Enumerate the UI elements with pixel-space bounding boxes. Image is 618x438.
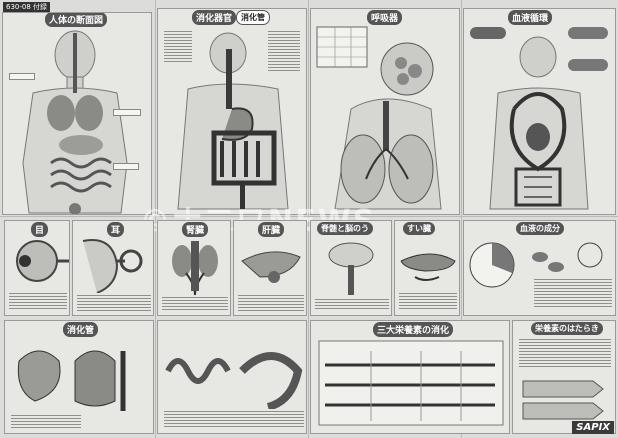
digestive-illustration bbox=[177, 32, 289, 210]
text-block bbox=[534, 277, 612, 309]
spinal-illustration bbox=[328, 242, 374, 295]
text-block bbox=[238, 293, 304, 311]
panel-blood-components: 血液の成分 bbox=[463, 220, 616, 316]
panel-title: すい臓 bbox=[403, 222, 435, 235]
panel-title: 栄養素のはたらき bbox=[531, 322, 603, 335]
panel-title: 消化管 bbox=[63, 322, 99, 337]
panel-respiratory: 呼吸器 bbox=[310, 8, 460, 215]
panel-nutrient-digestion: 三大栄養素の消化 bbox=[310, 320, 510, 434]
pancreas-illustration bbox=[400, 253, 456, 281]
text-block bbox=[315, 297, 389, 311]
text-block bbox=[399, 291, 457, 311]
body-section-illustration bbox=[22, 30, 128, 214]
panel-ear: 耳 bbox=[72, 220, 154, 316]
text-block bbox=[77, 293, 151, 311]
panel-pancreas: すい臓 bbox=[394, 220, 460, 316]
panel-kidney: 腎臓 bbox=[157, 220, 231, 316]
panel-title: 目 bbox=[31, 222, 49, 237]
panel-digestive-tract: 消化管 bbox=[4, 320, 154, 434]
text-block bbox=[268, 29, 300, 73]
annotation-tag bbox=[9, 73, 35, 80]
panel-circulation: 血液循環 bbox=[463, 8, 616, 215]
panel-title: 三大栄養素の消化 bbox=[373, 322, 454, 337]
fold-line bbox=[308, 0, 309, 438]
text-block bbox=[9, 291, 67, 311]
panel-digestive-organs: 消化器官 消化管 bbox=[157, 8, 307, 215]
fold-line bbox=[0, 216, 618, 217]
intestine-illustration bbox=[165, 352, 303, 411]
digestive-tag: 消化管 bbox=[236, 10, 270, 25]
kidney-illustration bbox=[172, 241, 218, 296]
panel-spinal-brain: 脊髄と脳のう bbox=[310, 220, 392, 316]
annotation-tag bbox=[113, 109, 141, 116]
respiratory-illustration bbox=[316, 26, 442, 210]
text-block bbox=[164, 29, 192, 63]
text-block bbox=[162, 295, 228, 311]
text-block bbox=[519, 337, 611, 367]
panel-liver: 肝臓 bbox=[233, 220, 307, 316]
nutrient-arrows bbox=[522, 380, 604, 420]
fold-line bbox=[461, 0, 462, 438]
panel-title: 血液の成分 bbox=[516, 222, 564, 235]
eye-illustration bbox=[16, 240, 69, 282]
panel-title: 血液循環 bbox=[508, 10, 553, 25]
ear-illustration bbox=[82, 239, 143, 294]
annotation-tag bbox=[113, 163, 139, 170]
text-block bbox=[11, 413, 81, 429]
tract-illustration bbox=[17, 350, 126, 411]
publisher-logo: SAPIX bbox=[572, 421, 614, 434]
fold-line bbox=[155, 0, 156, 438]
panel-title: 呼吸器 bbox=[367, 10, 403, 25]
panel-intestine-detail bbox=[157, 320, 307, 434]
circulation-illustration bbox=[470, 27, 608, 210]
panel-title: 耳 bbox=[107, 222, 125, 237]
panel-title: 肝臓 bbox=[258, 222, 285, 237]
panel-title: 消化器官 bbox=[192, 10, 237, 25]
panel-eye: 目 bbox=[4, 220, 70, 316]
panel-nutrient-function: 栄養素のはたらき bbox=[512, 320, 616, 434]
panel-title: 人体の断面図 bbox=[45, 13, 108, 27]
blood-illustration bbox=[469, 242, 603, 288]
liver-illustration bbox=[241, 251, 301, 283]
digestion-flow-diagram bbox=[318, 340, 504, 426]
panel-title: 腎臓 bbox=[182, 222, 209, 237]
panel-title: 脊髄と脳のう bbox=[317, 222, 373, 235]
text-block bbox=[164, 409, 304, 427]
sheet-code: 630-08 付録 bbox=[3, 2, 51, 12]
panel-body-section: 人体の断面図 bbox=[2, 12, 152, 215]
